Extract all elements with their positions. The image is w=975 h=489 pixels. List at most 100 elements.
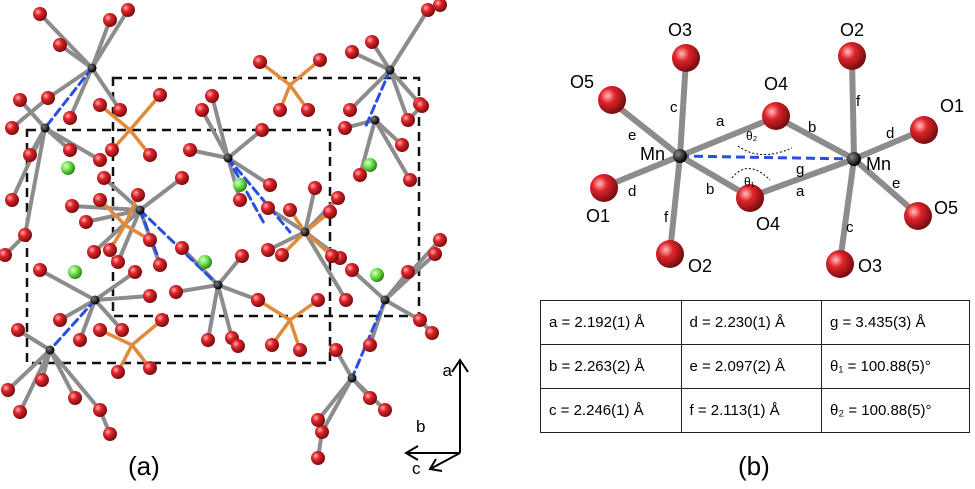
a-oxygen-atom: [401, 113, 415, 127]
a-bond-mn11-o4: [316, 376, 354, 422]
a-oxygen-atom: [363, 338, 377, 352]
a-oxygen-atom: [345, 263, 359, 277]
o3-bottom-atom: [826, 250, 854, 278]
a-oxygen-atom: [63, 111, 77, 125]
a-bond-mn1-o5: [23, 126, 47, 237]
a-mn-atom: [90, 295, 100, 305]
a-oxygen-atom: [395, 138, 409, 152]
a-mn-atom: [223, 153, 233, 163]
a-oxygen-atom: [353, 168, 367, 182]
bond-mn2-o5-right: [851, 156, 921, 218]
bond-mn2-o2-top: [849, 55, 857, 162]
bond-label-e-left: e: [628, 127, 636, 144]
bond-mn-o4-top: [677, 114, 779, 159]
a-oxygen-atom: [338, 121, 352, 135]
a-bond-mn0-o6: [68, 66, 94, 120]
a-mn-atom: [213, 280, 223, 290]
a-oxygen-atom: [261, 243, 275, 257]
a-oxygen-atom: [261, 201, 275, 215]
o1-right-atom: [910, 116, 938, 144]
a-oxygen-atom: [428, 247, 442, 261]
a-oxygen-atom: [311, 451, 325, 465]
a-oxygen-atom: [273, 103, 287, 117]
a-phosphate-bond-0-1: [128, 93, 162, 132]
a-bond-mn6-o4: [303, 230, 348, 302]
o4-top-atom: [762, 102, 790, 130]
a-oxygen-atom: [433, 0, 447, 12]
a-oxygen-atom: [329, 343, 343, 357]
a-bond-mn8-o0: [38, 268, 97, 302]
axis-indicator: a b c: [404, 358, 469, 478]
bond-mn-o3-left: [677, 57, 689, 159]
a-oxygen-atom: [18, 228, 32, 242]
a-bond-mn9-o4: [18, 348, 52, 414]
label-o4-bottom: O4: [756, 214, 780, 234]
unit-cell-outline-2: [111, 76, 421, 318]
a-mn-atom: [380, 295, 390, 305]
a-bond-mn4-o2: [226, 128, 264, 160]
a-oxygen-atom: [93, 98, 107, 112]
a-chain-bond-0: [10, 96, 50, 130]
angle-theta1-label: θ₁: [744, 175, 755, 189]
a-oxygen-atom: [263, 178, 277, 192]
a-oxygen-atom: [183, 143, 197, 157]
a-bond-mn0-o5: [90, 66, 122, 112]
mn-right-atom: [847, 152, 861, 166]
a-oxygen-atom: [415, 99, 429, 113]
a-oxygen-atom: [33, 7, 47, 21]
a-oxygen-atom: [413, 313, 427, 327]
bond-label-c-right: c: [846, 219, 854, 236]
a-bond-mn0-o0: [38, 12, 94, 70]
a-oxygen-atom: [63, 143, 77, 157]
bond-mn2-o4-bottom: [747, 156, 857, 200]
a-oxygen-atom: [175, 171, 189, 185]
o5-left-atom: [598, 86, 626, 114]
table-cell: θ₁ = 100.88(5)°: [821, 344, 970, 389]
table-cell: d = 2.230(1) Å: [680, 300, 822, 345]
a-oxygen-atom: [323, 205, 337, 219]
bond-mn2-o4-top: [773, 114, 857, 162]
a-bond-mn5-o1: [92, 208, 142, 254]
a-oxygen-atom: [93, 403, 107, 417]
label-o2-bottom: O2: [688, 256, 712, 276]
a-oxygen-atom: [128, 265, 142, 279]
a-oxygen-atom: [41, 91, 55, 105]
o1-left-atom: [590, 174, 618, 202]
a-oxygen-atom: [115, 323, 129, 337]
a-mn-atom: [135, 205, 145, 215]
label-o2-top: O2: [840, 20, 864, 40]
a-oxygen-atom: [195, 103, 209, 117]
angle-theta2-label: θ₂: [746, 129, 758, 143]
a-oxygen-atom: [311, 413, 325, 427]
panel-a-caption: (a): [128, 451, 160, 481]
a-bond-mn5-o2: [116, 208, 142, 264]
a-mn-atom: [347, 373, 357, 383]
a-oxygen-atom: [293, 343, 307, 357]
a-oxygen-atom: [313, 53, 327, 67]
label-o3-top: O3: [668, 20, 692, 40]
a-bond-mn7-o4: [216, 283, 234, 340]
a-bond-mn4-o3: [226, 156, 272, 187]
a-bond-mn10-o0: [350, 268, 387, 302]
table-cell: g = 3.435(3) Å: [821, 300, 970, 345]
a-oxygen-atom: [131, 188, 145, 202]
a-mn-atom: [45, 345, 55, 355]
a-oxygen-atom: [363, 391, 377, 405]
a-chloride-atom: [198, 255, 212, 269]
bond-label-a-top: a: [716, 113, 725, 130]
o2-top-atom: [838, 42, 866, 70]
a-bond-mn4-o4: [226, 156, 242, 202]
axis-a-arrowhead: [451, 358, 469, 373]
bond-mn-o2-bottom: [667, 153, 683, 255]
a-oxygen-atom: [175, 241, 189, 255]
a-bond-mn8-o2: [78, 298, 97, 342]
a-chloride-atom: [68, 265, 82, 279]
a-mn-atom: [40, 123, 50, 133]
a-bond-mn6-o3: [303, 186, 317, 234]
o4-bottom-atom: [736, 184, 764, 212]
bond-mn-o4-bottom: [677, 153, 753, 200]
a-mn-atom: [385, 65, 395, 75]
bond-label-b-top: b: [808, 119, 816, 136]
